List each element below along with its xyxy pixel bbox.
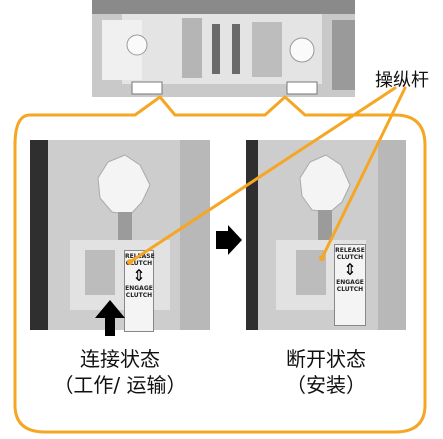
released-photo: [246, 140, 406, 330]
engage-clutch-text: ENGAGE CLUTCH: [125, 285, 153, 299]
clutch-sticker: RELEASE CLUTCH ⇕ ENGAGE CLUTCH: [334, 244, 366, 326]
release-clutch-text: RELEASE CLUTCH: [335, 247, 365, 261]
engaged-caption-title: 连接状态: [80, 347, 160, 371]
right-arrow-icon: [216, 225, 242, 255]
released-caption-title: 断开状态: [286, 347, 366, 371]
released-photo-drawing: [246, 140, 406, 330]
engaged-photo: [30, 140, 210, 330]
up-arrow-icon: [95, 300, 125, 336]
engaged-photo-drawing: [30, 140, 210, 330]
overview-photo-drawing: [92, 0, 355, 97]
engage-clutch-text: ENGAGE CLUTCH: [336, 279, 364, 293]
sticker-arrow-icon: ⇕: [343, 260, 357, 279]
released-caption: 断开状态 （安装）: [236, 346, 416, 398]
lever-label: 操纵杆: [375, 70, 429, 91]
overview-photo: [92, 0, 355, 97]
released-caption-subtitle: （安装）: [286, 373, 366, 397]
engaged-caption: 连接状态 （工作/ 运输）: [20, 346, 220, 398]
sticker-arrow-icon: ⇕: [132, 266, 146, 285]
engaged-caption-subtitle: （工作/ 运输）: [53, 373, 187, 397]
